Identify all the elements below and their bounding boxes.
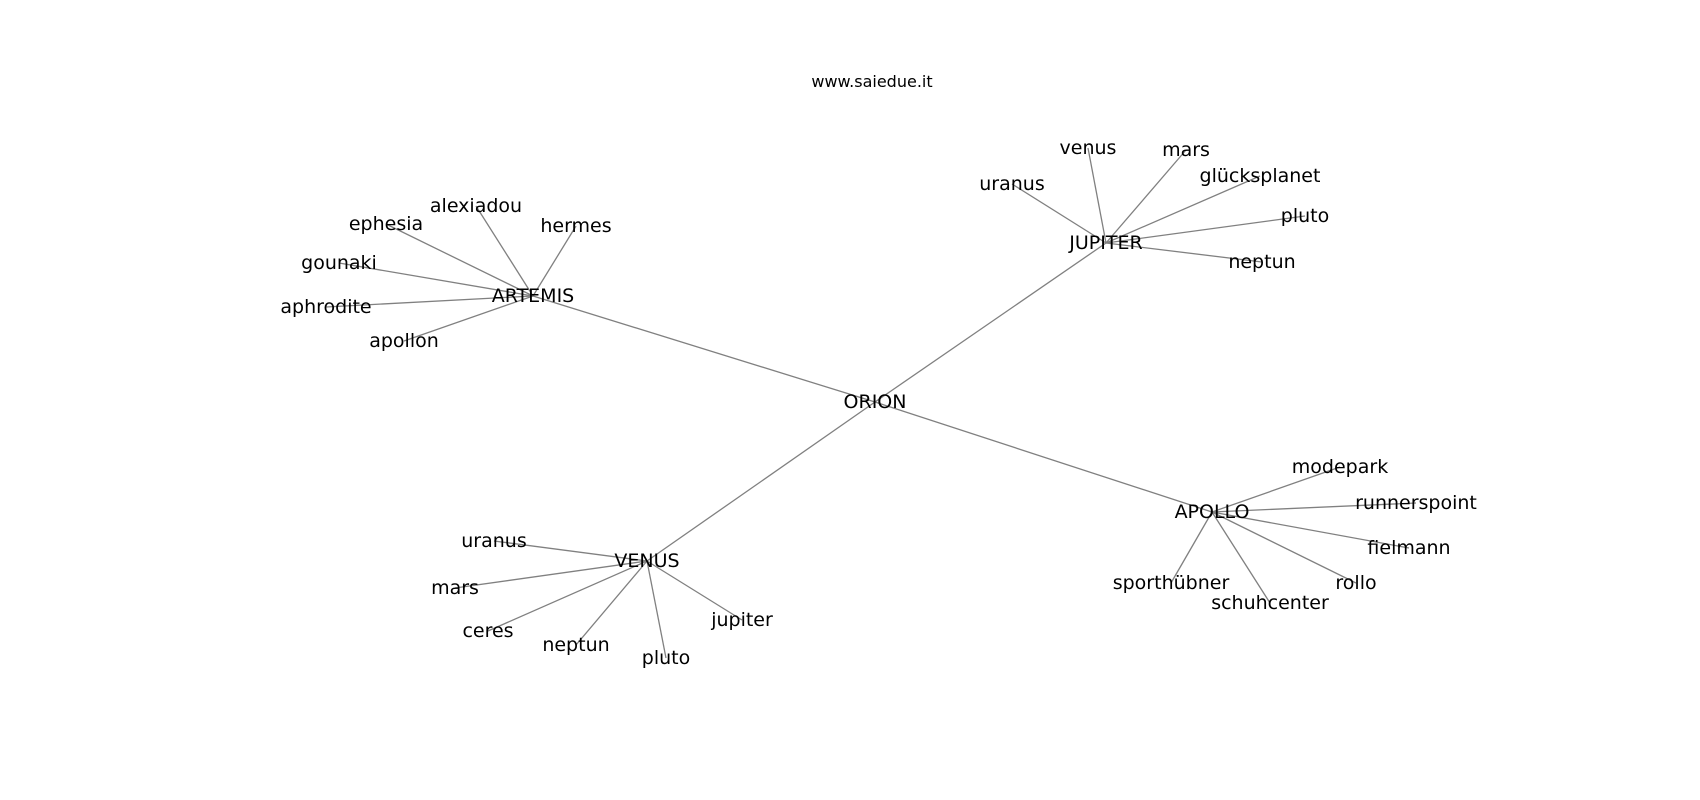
hub-node-venus: VENUS [614, 550, 679, 572]
edge-artemis-child [403, 295, 534, 342]
edge-jupiter-child [1105, 149, 1187, 244]
edge-root-venus [646, 401, 876, 562]
edge-artemis-child [385, 223, 534, 297]
edge-apollo-child [1211, 466, 1341, 513]
edge-venus-child [487, 560, 648, 632]
leaf-node-label: uranus [979, 173, 1044, 195]
leaf-node-label: jupiter [710, 609, 773, 631]
edge-jupiter-child [1011, 183, 1107, 244]
edge-apollo-child [1211, 511, 1357, 584]
edge-root-artemis [532, 295, 876, 403]
leaf-node-label: mars [431, 577, 479, 599]
leaf-node-label: pluto [642, 647, 690, 669]
leaf-node-label: ceres [462, 620, 513, 642]
leaf-node-label: neptun [1228, 251, 1295, 273]
diagram-title: www.saiedue.it [811, 72, 932, 91]
edge-jupiter-child [1105, 175, 1261, 244]
leaf-node-label: runnerspoint [1355, 492, 1477, 514]
edge-jupiter-child [1087, 147, 1107, 244]
edge-venus-child [575, 560, 648, 646]
edge-venus-child [454, 560, 648, 589]
edge-apollo-child [1211, 502, 1417, 513]
edge-artemis-child [325, 295, 534, 308]
hub-node-apollo: APOLLO [1175, 501, 1250, 523]
edge-venus-child [646, 560, 667, 659]
leaf-node-label: hermes [540, 215, 611, 237]
edge-artemis-child [475, 205, 534, 297]
leaf-node-label: glücksplanet [1200, 165, 1321, 187]
edge-venus-child [493, 540, 648, 562]
edge-jupiter-child [1105, 215, 1306, 244]
leaf-node-label: schuhcenter [1211, 592, 1329, 614]
leaf-node-label: rollo [1335, 572, 1376, 594]
leaf-node-label: neptun [542, 634, 609, 656]
leaf-node-label: ephesia [349, 213, 423, 235]
edge-apollo-child [1211, 511, 1410, 549]
edge-apollo-child [1170, 511, 1213, 584]
leaf-node-label: venus [1060, 137, 1117, 159]
edge-artemis-child [338, 262, 534, 297]
edge-root-jupiter [874, 242, 1107, 403]
root-node-orion: ORION [844, 391, 907, 413]
leaf-node-label: fielmann [1367, 537, 1450, 559]
leaf-node-label: aphrodite [280, 296, 371, 318]
leaf-node-label: modepark [1292, 456, 1388, 478]
edge-artemis-child [532, 225, 577, 297]
hub-node-artemis: ARTEMIS [492, 285, 575, 307]
labels-group: alexiadou hermes ephesia gounaki aphrodite ap… [280, 137, 1477, 669]
leaf-node-label: mars [1162, 139, 1210, 161]
edge-jupiter-child [1105, 242, 1263, 263]
leaf-node-label: uranus [461, 530, 526, 552]
leaf-node-label: apollon [369, 330, 439, 352]
leaf-node-label: pluto [1281, 205, 1329, 227]
leaf-node-label: alexiadou [430, 195, 522, 217]
hub-node-jupiter: JUPITER [1068, 232, 1142, 254]
leaf-node-label: gounaki [301, 252, 377, 274]
leaf-node-label: sporthübner [1113, 572, 1230, 594]
edge-apollo-child [1211, 511, 1271, 604]
edge-root-apollo [874, 401, 1213, 513]
edge-venus-child [646, 560, 743, 621]
edges-group [325, 147, 1417, 659]
